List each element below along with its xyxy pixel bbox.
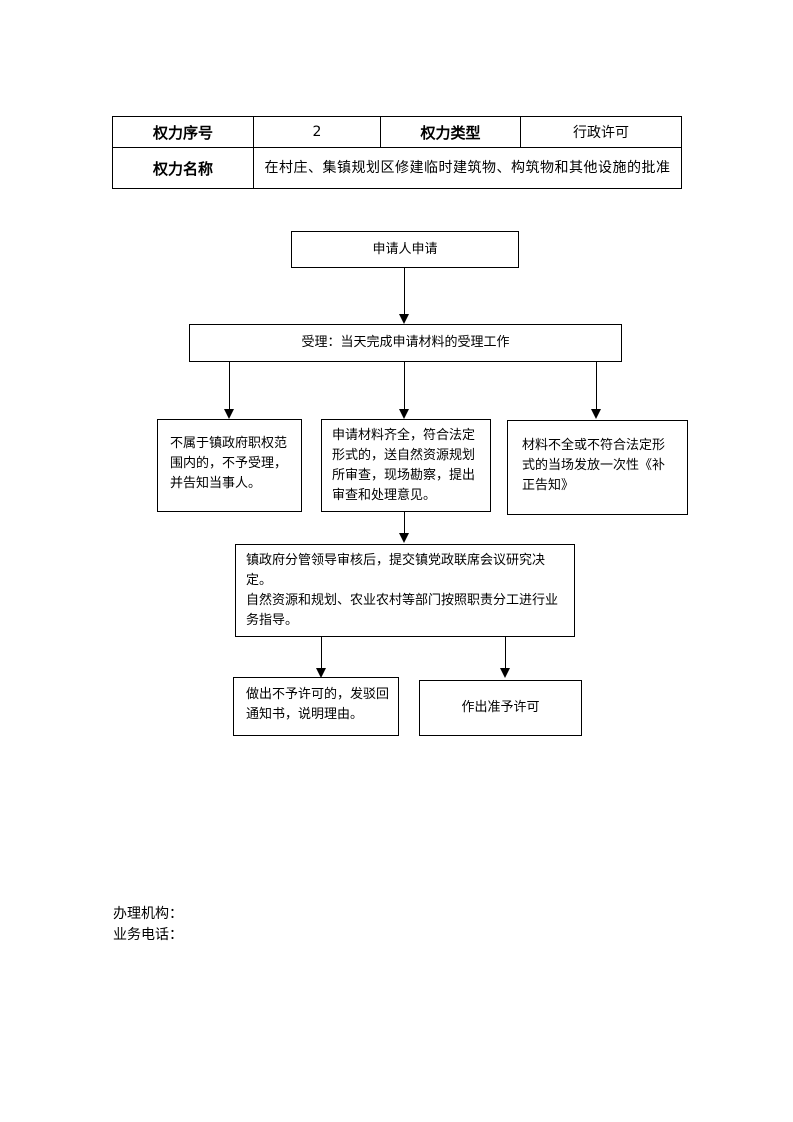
- decision-box: 镇政府分管领导审核后，提交镇党政联席会议研究决定。 自然资源和规划、农业农村等部…: [235, 544, 575, 637]
- arrowhead-accept-review: [399, 409, 409, 419]
- apply-box: 申请人申请: [291, 231, 519, 268]
- accept-box: 受理：当天完成申请材料的受理工作: [189, 324, 622, 362]
- supplement-text: 材料不全或不符合法定形式的当场发放一次性《补正告知》: [522, 438, 666, 493]
- info-row-serial: 权力序号 2 权力类型 行政许可: [112, 116, 682, 148]
- type-value: 行政许可: [520, 116, 682, 148]
- arrowhead-accept-reject: [224, 409, 234, 419]
- decision-text-2: 自然资源和规划、农业农村等部门按照职责分工进行业务指导。: [246, 593, 559, 628]
- accept-text: 受理：当天完成申请材料的受理工作: [301, 335, 510, 350]
- arrowhead-decision-deny: [316, 668, 326, 678]
- arrow-accept-supplement: [596, 362, 597, 410]
- info-row-name: 权力名称 在村庄、集镇规划区修建临时建筑物、构筑物和其他设施的批准: [112, 147, 682, 189]
- reject-text: 不属于镇政府职权范围内的，不予受理，并告知当事人。: [170, 436, 288, 491]
- arrow-decision-deny: [321, 637, 322, 669]
- review-text: 申请材料齐全，符合法定形式的，送自然资源规划所审查，现场勘察，提出审查和处理意见…: [332, 428, 476, 503]
- arrowhead-decision-grant: [500, 668, 510, 678]
- arrow-decision-grant: [505, 637, 506, 669]
- phone-label: 业务电话：: [113, 927, 183, 943]
- review-box: 申请材料齐全，符合法定形式的，送自然资源规划所审查，现场勘察，提出审查和处理意见…: [321, 419, 491, 512]
- arrow-accept-reject: [229, 362, 230, 410]
- supplement-box: 材料不全或不符合法定形式的当场发放一次性《补正告知》: [507, 420, 688, 515]
- arrow-apply-accept: [404, 268, 405, 314]
- apply-text: 申请人申请: [372, 241, 438, 257]
- arrow-review-decision: [404, 512, 405, 536]
- type-label: 权力类型: [380, 116, 521, 148]
- deny-box: 做出不予许可的，发驳回通知书，说明理由。: [233, 677, 399, 736]
- grant-box: 作出准予许可: [419, 680, 582, 736]
- decision-text-1: 镇政府分管领导审核后，提交镇党政联席会议研究决定。: [246, 553, 546, 588]
- arrow-accept-review: [404, 362, 405, 410]
- name-value: 在村庄、集镇规划区修建临时建筑物、构筑物和其他设施的批准: [253, 147, 682, 189]
- serial-value: 2: [253, 116, 381, 148]
- agency-label: 办理机构：: [113, 906, 183, 922]
- info-table: 权力序号 2 权力类型 行政许可 权力名称 在村庄、集镇规划区修建临时建筑物、构…: [112, 116, 682, 189]
- name-label: 权力名称: [112, 147, 254, 189]
- arrowhead-apply-accept: [399, 314, 409, 324]
- reject-box: 不属于镇政府职权范围内的，不予受理，并告知当事人。: [157, 419, 302, 512]
- arrowhead-accept-supplement: [591, 409, 601, 419]
- arrowhead-review-decision: [399, 533, 409, 543]
- grant-text: 作出准予许可: [461, 700, 540, 715]
- deny-text: 做出不予许可的，发驳回通知书，说明理由。: [246, 687, 390, 722]
- serial-label: 权力序号: [112, 116, 254, 148]
